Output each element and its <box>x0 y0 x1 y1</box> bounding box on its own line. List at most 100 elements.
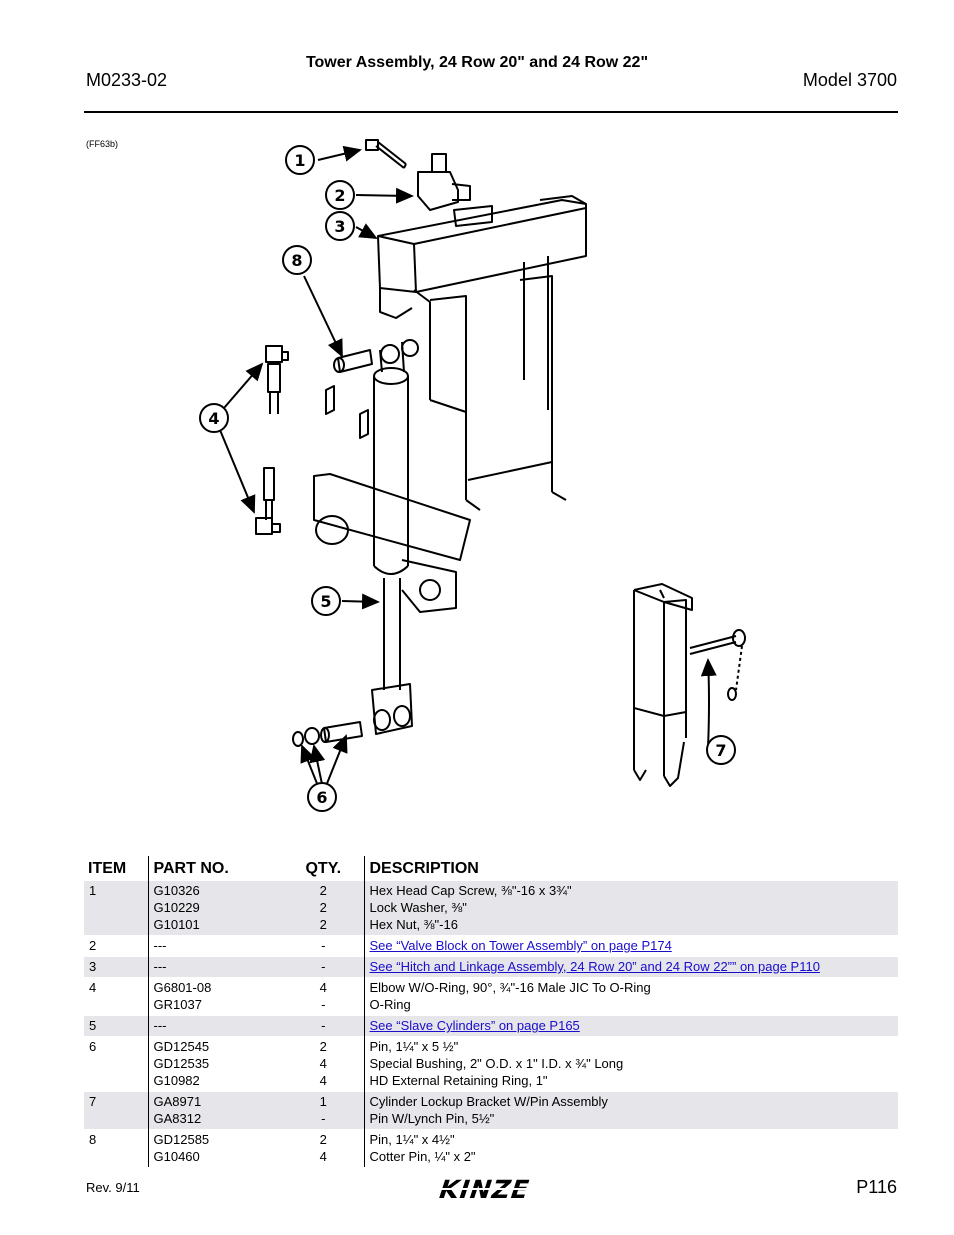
item-cell: 2 <box>84 935 148 957</box>
table-row: 5----See “Slave Cylinders” on page P165 <box>84 1015 898 1037</box>
callout-7-circle <box>706 735 736 765</box>
part-text: --- <box>153 1018 167 1033</box>
qty-text: 4 <box>319 980 327 995</box>
header-description: DESCRIPTION <box>363 856 898 881</box>
item-cell: 4 <box>84 977 148 1016</box>
desc-text: O-Ring <box>369 997 411 1012</box>
qty-cell: - <box>282 956 364 978</box>
callout-3-circle <box>325 211 355 241</box>
item-cell: 1 <box>84 880 148 936</box>
part-text: G10982 <box>153 1073 200 1088</box>
part-text: GR1037 <box>153 997 202 1012</box>
tower-frame-part <box>313 275 567 613</box>
lockup-bracket-part <box>633 583 746 787</box>
part-text: GA8312 <box>153 1111 202 1126</box>
part-text: G10326 <box>153 883 200 898</box>
desc-text: Hex Head Cap Screw, ⅜"-16 x 3¾" <box>369 883 572 898</box>
callout-6-circle <box>307 782 337 812</box>
table-row: 3----See “Hitch and Linkage Assembly, 24… <box>84 956 898 978</box>
part-text: --- <box>153 938 167 953</box>
item-cell: 5 <box>84 1015 148 1037</box>
description-cell: Elbow W/O-Ring, 90°, ¾"-16 Male JIC To O… <box>363 977 898 1016</box>
page-number: P116 <box>856 1177 897 1197</box>
desc-text: Pin, 1¼" x 5 ½" <box>369 1039 459 1054</box>
table-row: 2----See “Valve Block on Tower Assembly”… <box>84 935 898 957</box>
pin-6-part <box>292 721 363 747</box>
desc-text: Cotter Pin, ¼" x 2" <box>369 1149 476 1164</box>
cross-reference-link[interactable]: See “Slave Cylinders” on page P165 <box>369 1018 580 1033</box>
part-text: GD12535 <box>153 1056 210 1071</box>
item-cell: 7 <box>84 1091 148 1130</box>
description-cell: Hex Head Cap Screw, ⅜"-16 x 3¾" Lock Wash… <box>363 880 898 936</box>
qty-cell: - <box>282 935 364 957</box>
tower-assembly-drawing: 1 2 3 4 5 6 7 8 <box>199 139 746 812</box>
qty-text: - <box>321 1111 326 1126</box>
callout-3-label: 3 <box>334 217 345 236</box>
description-cell: See “Slave Cylinders” on page P165 <box>363 1015 898 1037</box>
elbow-fittings-part <box>255 345 289 535</box>
desc-text: Lock Washer, ⅜" <box>369 900 467 915</box>
header-qty: QTY. <box>305 860 342 877</box>
page-title: Tower Assembly, 24 Row 20" and 24 Row 22… <box>305 54 649 71</box>
callout-1-label: 1 <box>294 151 305 170</box>
valve-block-part <box>417 153 471 211</box>
model-label: Model 3700 <box>802 70 897 90</box>
callout-4-label: 4 <box>208 409 219 428</box>
part-text: G10229 <box>153 900 200 915</box>
tower-beam-part <box>377 195 587 410</box>
part-text: GD12545 <box>153 1039 210 1054</box>
cross-reference-link[interactable]: See “Hitch and Linkage Assembly, 24 Row … <box>369 959 820 974</box>
qty-text: 2 <box>319 917 327 932</box>
revision-label: Rev. 9/11 <box>86 1180 140 1195</box>
callout-6-label: 6 <box>316 788 327 807</box>
part-no-cell: --- <box>147 1015 282 1037</box>
qty-cell: - <box>282 1015 364 1037</box>
desc-text: HD External Retaining Ring, 1" <box>369 1073 548 1088</box>
desc-text: Hex Nut, ⅜"-16 <box>369 917 458 932</box>
callout-1-circle <box>285 145 315 175</box>
qty-text: 4 <box>319 1056 327 1071</box>
header-part-no: PART NO. <box>147 856 282 881</box>
header-item: ITEM <box>88 860 127 877</box>
callout-7-label: 7 <box>715 741 726 760</box>
callout-2-label: 2 <box>334 186 345 205</box>
qty-text: - <box>321 959 326 974</box>
part-text: G10460 <box>153 1149 200 1164</box>
cylinder-part <box>371 339 419 735</box>
part-text: --- <box>153 959 167 974</box>
description-cell: See “Valve Block on Tower Assembly” on p… <box>363 935 898 957</box>
desc-text: Pin W/Lynch Pin, 5½" <box>369 1111 495 1126</box>
item-cell: 6 <box>84 1036 148 1092</box>
desc-text: Special Bushing, 2" O.D. x 1" I.D. x ¾" … <box>369 1056 624 1071</box>
part-text: GD12585 <box>153 1132 210 1147</box>
doc-code: M0233-02 <box>86 70 168 90</box>
callout-4-circle <box>199 403 229 433</box>
qty-cell: 4- <box>282 977 364 1016</box>
item-cell: 3 <box>84 956 148 978</box>
qty-text: - <box>321 997 326 1012</box>
pin-8-part <box>333 349 373 373</box>
part-no-cell: --- <box>147 956 282 978</box>
qty-text: 2 <box>319 1039 327 1054</box>
part-text: G6801-08 <box>153 980 212 995</box>
description-cell: Pin, 1¼" x 5 ½" Special Bushing, 2" O.D. … <box>363 1036 898 1092</box>
parts-table-header: ITEM PART NO. QTY. DESCRIPTION <box>84 856 898 881</box>
leader-arrows <box>219 145 717 787</box>
item-cell: 8 <box>84 1129 148 1167</box>
description-cell: See “Hitch and Linkage Assembly, 24 Row … <box>363 956 898 978</box>
cross-reference-link[interactable]: See “Valve Block on Tower Assembly” on p… <box>369 938 672 953</box>
desc-text: Elbow W/O-Ring, 90°, ¾"-16 Male JIC To O… <box>369 980 651 995</box>
